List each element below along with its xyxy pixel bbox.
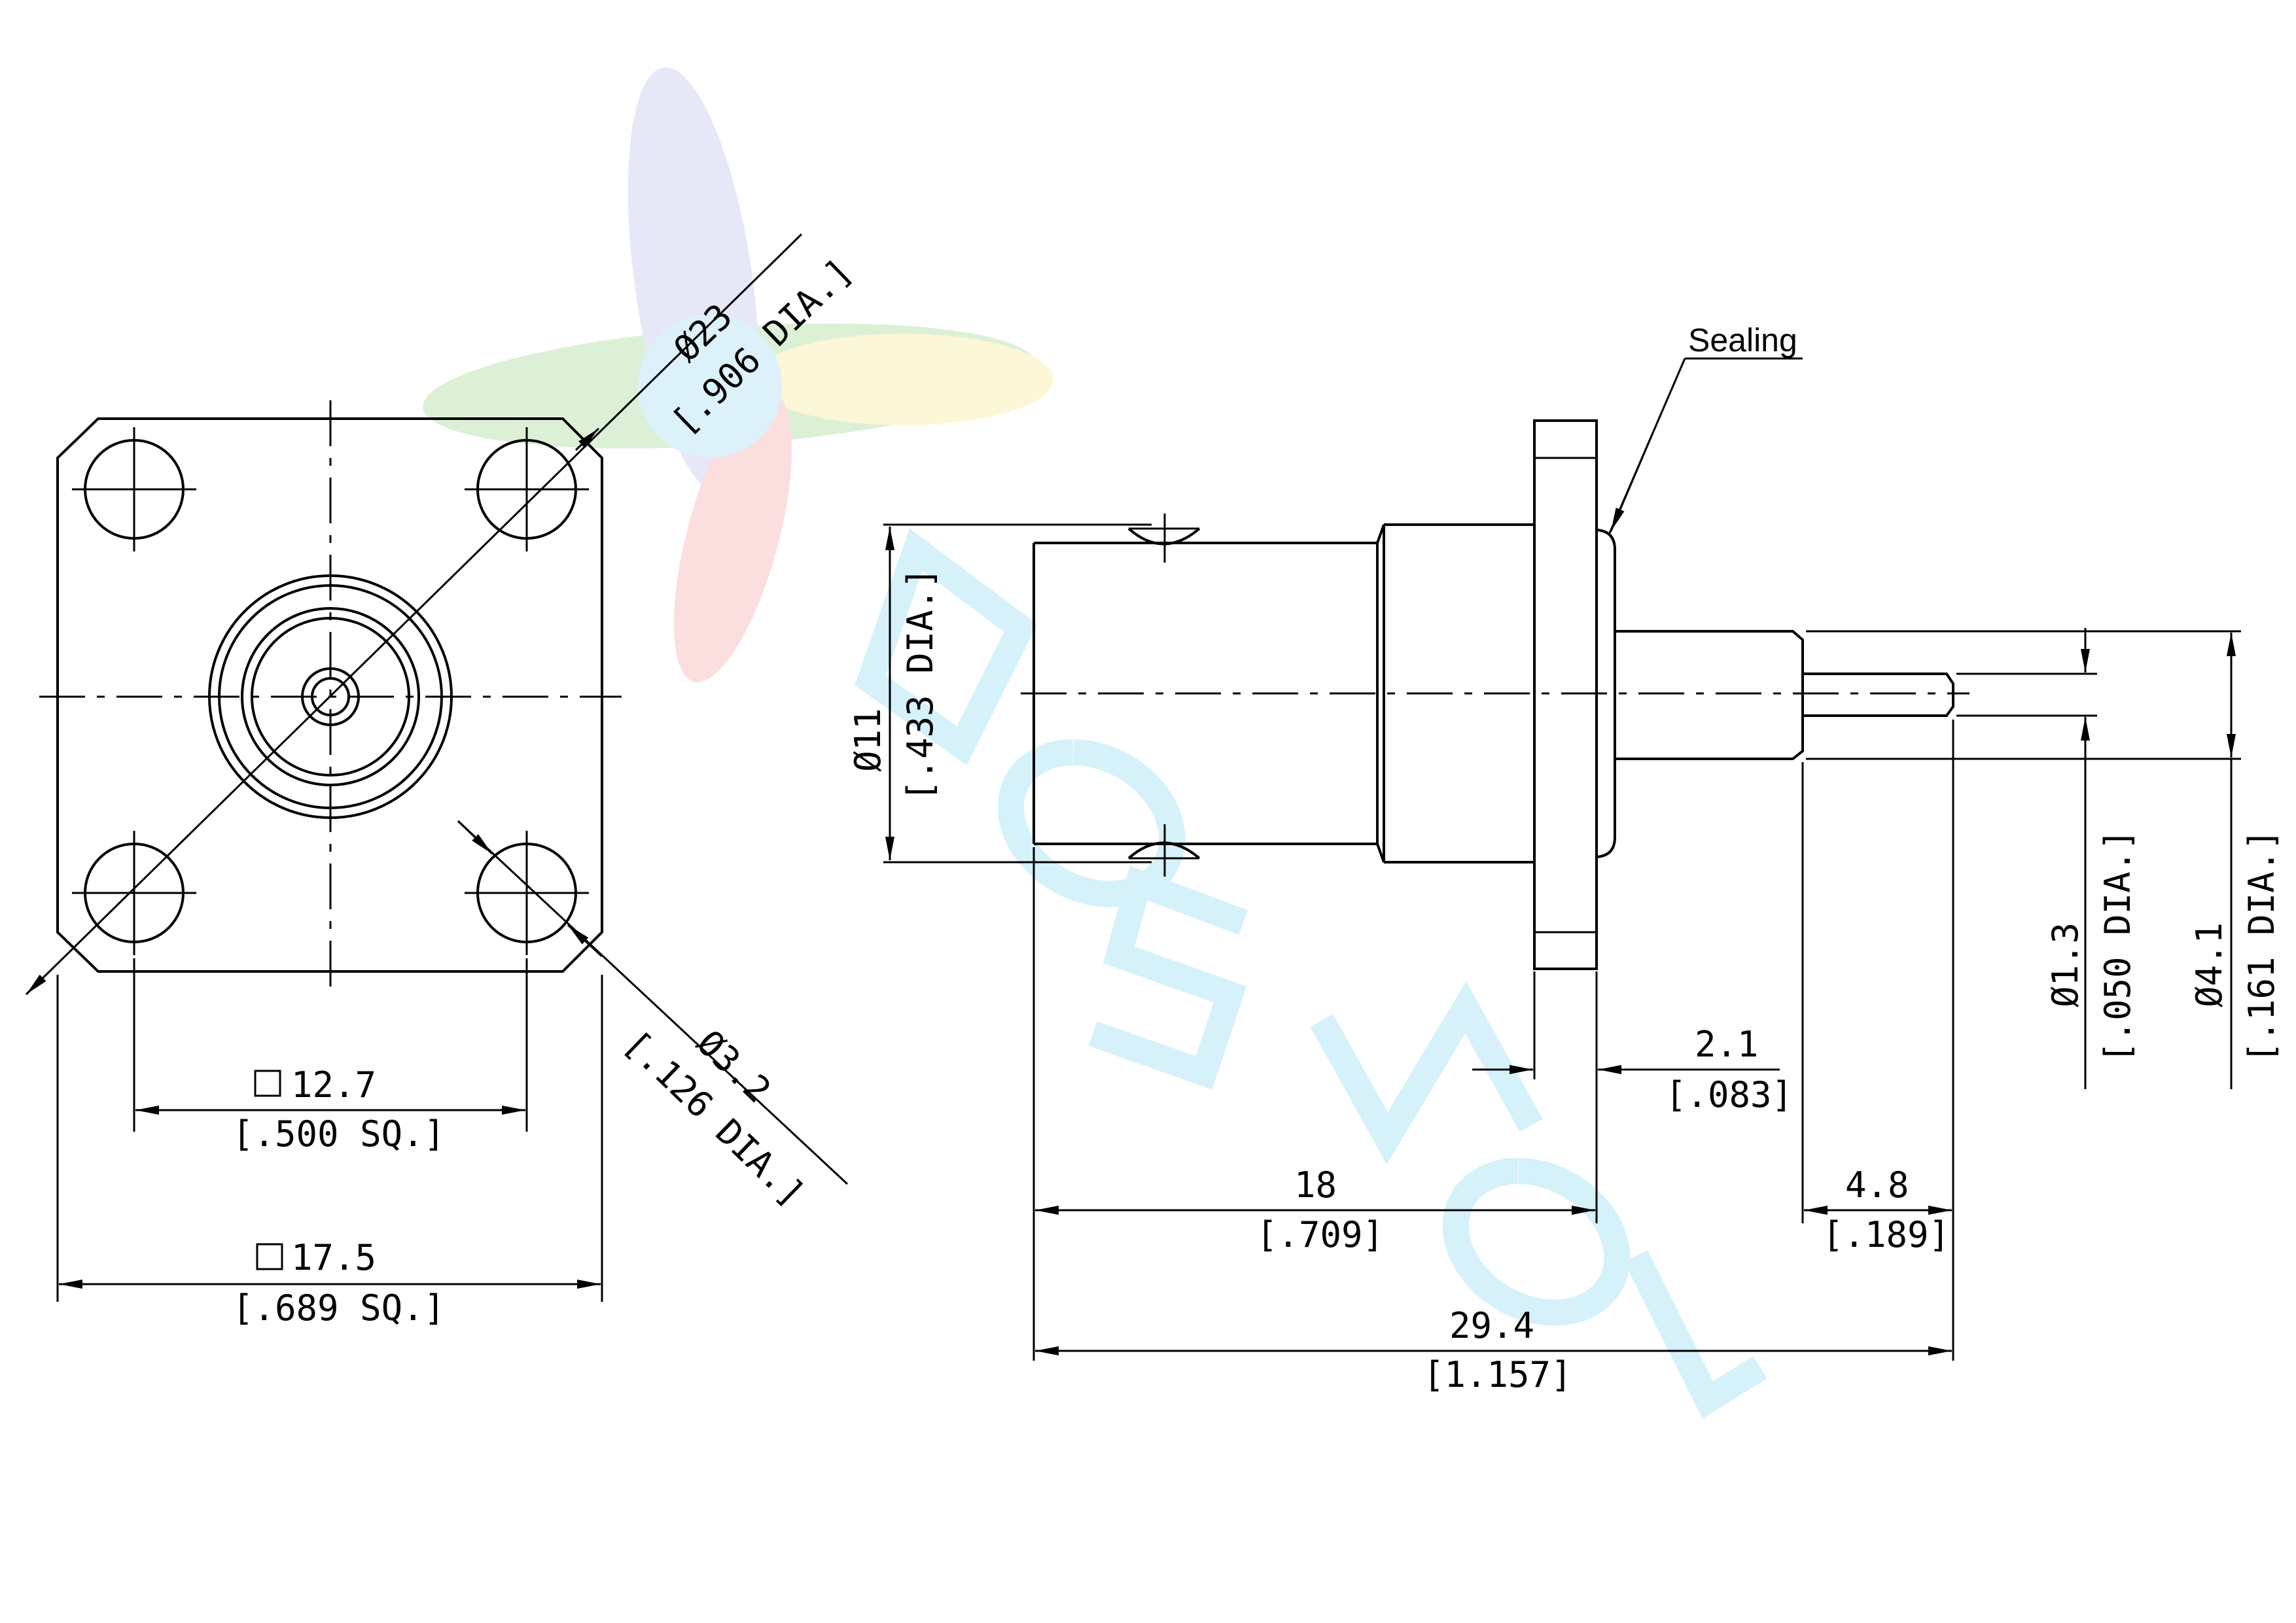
total-len-mm: 29.4: [1449, 1305, 1534, 1346]
watermark-text: [855, 528, 1767, 1419]
sealing-label: Sealing: [1688, 322, 1797, 358]
side-flange: [1533, 419, 1598, 970]
flange-sq-in: [.689 SQ.]: [232, 1287, 445, 1329]
total-len-in: [1.157]: [1423, 1354, 1572, 1395]
mounting-holes: [72, 427, 589, 955]
pin-dia-mm: Ø1.3: [2045, 922, 2086, 1007]
insulator-dia-mm: Ø4.1: [2189, 922, 2230, 1007]
square-symbol-icon: [254, 1070, 281, 1097]
insulator: [1615, 630, 1804, 760]
side-view: Sealing Ø11 [.433 DIA.] 2.1 [.083] 18 [.…: [847, 322, 2282, 1395]
hole-spacing-in: [.500 SQ.]: [232, 1113, 445, 1155]
rear-shoulder: [1376, 523, 1534, 864]
body-dia-mm: Ø11: [847, 708, 889, 772]
insulator-dia-in: [.161 DIA.]: [2241, 829, 2282, 1063]
pin-dia-in: [.050 DIA.]: [2097, 829, 2138, 1063]
pin-len-in: [.189]: [1822, 1214, 1950, 1255]
hole-spacing-mm: 12.7: [291, 1064, 376, 1106]
flange-outline: [56, 417, 603, 973]
body-dia-in: [.433 DIA.]: [900, 567, 941, 801]
body-len-in: [.709]: [1256, 1214, 1384, 1255]
front-view: Ø23 [.906 DIA.] Ø3.2 [.126 DIA.] 12.7 [.…: [25, 233, 860, 1329]
flange-thk-in: [.083]: [1665, 1074, 1793, 1115]
body-len-mm: 18: [1294, 1164, 1337, 1206]
flange-thk-mm: 2.1: [1695, 1024, 1759, 1065]
contact-pin: [1803, 672, 1954, 717]
hole-dia-line: [457, 820, 849, 1185]
square-symbol-icon: [256, 1243, 283, 1270]
flange-dia-line: [25, 233, 803, 996]
watermark-logo: [423, 67, 1053, 682]
sealing-bead: [1596, 529, 1616, 858]
pin-len-mm: 4.8: [1845, 1164, 1909, 1206]
flange-sq-mm: 17.5: [291, 1237, 376, 1278]
